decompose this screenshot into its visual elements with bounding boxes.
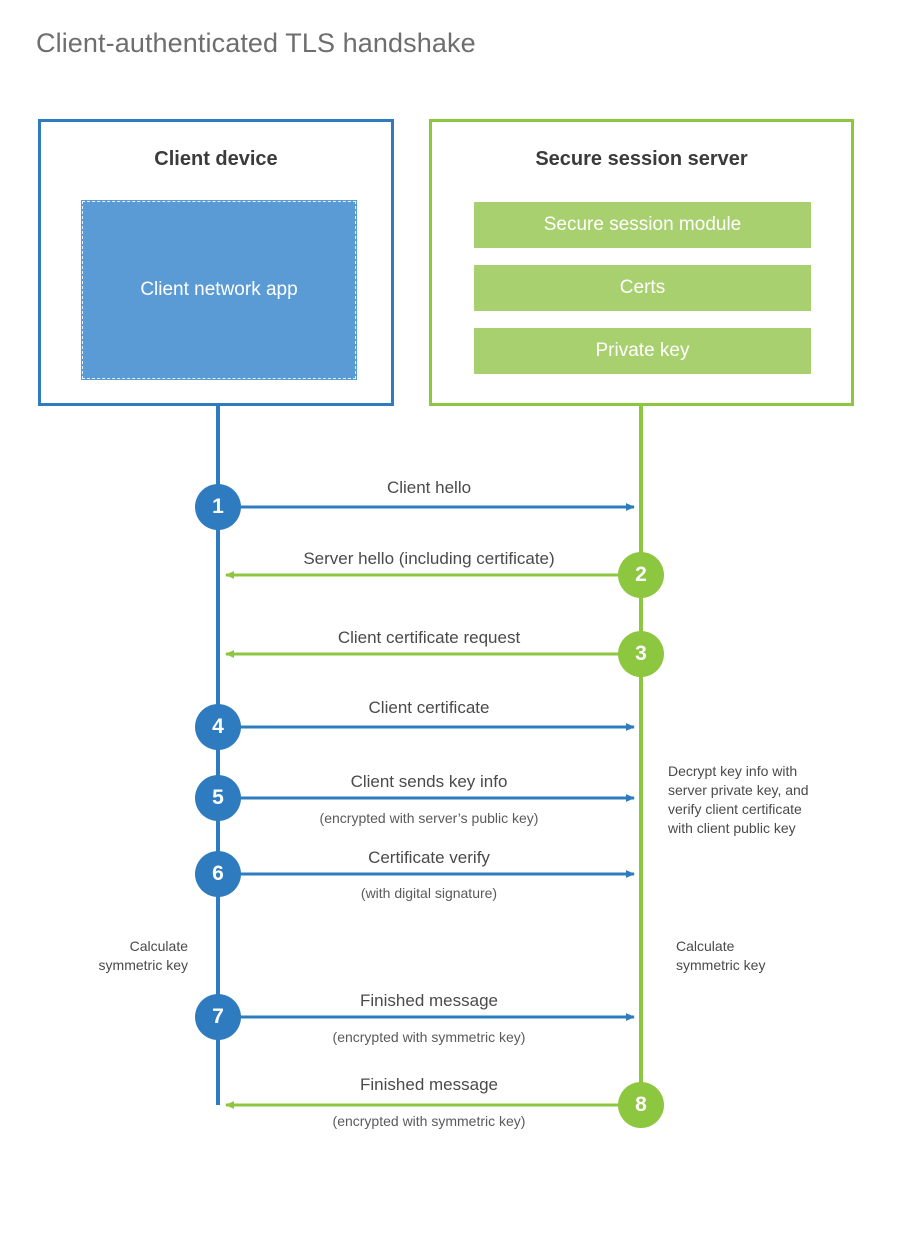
server-component-secure-session-module: Secure session module [474,202,811,248]
step-5-sublabel: (encrypted with server’s public key) [319,810,539,826]
server-component-private-key: Private key [474,328,811,374]
step-8-label: Finished message [360,1075,498,1094]
server-component-certs: Certs [474,265,811,311]
server-calculate-symmetric-key-note: Calculate symmetric key [676,938,766,973]
step-4-label: Client certificate [368,698,490,717]
page-title: Client-authenticated TLS handshake [36,28,476,58]
client-network-app-block: Client network app [81,200,357,380]
step-marker-6[interactable]: 6 [195,851,241,897]
secure-session-server-box: Secure session server Secure session mod… [429,119,854,406]
client-device-box: Client device Client network app [38,119,394,406]
step-2-label: Server hello (including certificate) [303,549,555,568]
server-decrypt-note: Decrypt key info with server private key… [668,763,809,836]
client-device-title: Client device [154,148,278,170]
step-marker-5[interactable]: 5 [195,775,241,821]
step-marker-7[interactable]: 7 [195,994,241,1040]
step-marker-4[interactable]: 4 [195,704,241,750]
step-5-label: Client sends key info [350,772,508,791]
step-8-sublabel: (encrypted with symmetric key) [332,1113,526,1129]
step-7-label: Finished message [360,991,498,1010]
client-calculate-symmetric-key-note: Calculate symmetric key [98,938,188,973]
step-marker-2[interactable]: 2 [618,552,664,598]
step-marker-8[interactable]: 8 [618,1082,664,1128]
step-marker-1[interactable]: 1 [195,484,241,530]
secure-session-server-title: Secure session server [535,148,748,170]
step-6-sublabel: (with digital signature) [360,885,498,901]
step-6-label: Certificate verify [368,848,490,867]
step-marker-3[interactable]: 3 [618,631,664,677]
step-1-label: Client hello [386,478,472,497]
step-7-sublabel: (encrypted with symmetric key) [332,1029,526,1045]
step-3-label: Client certificate request [337,628,521,647]
